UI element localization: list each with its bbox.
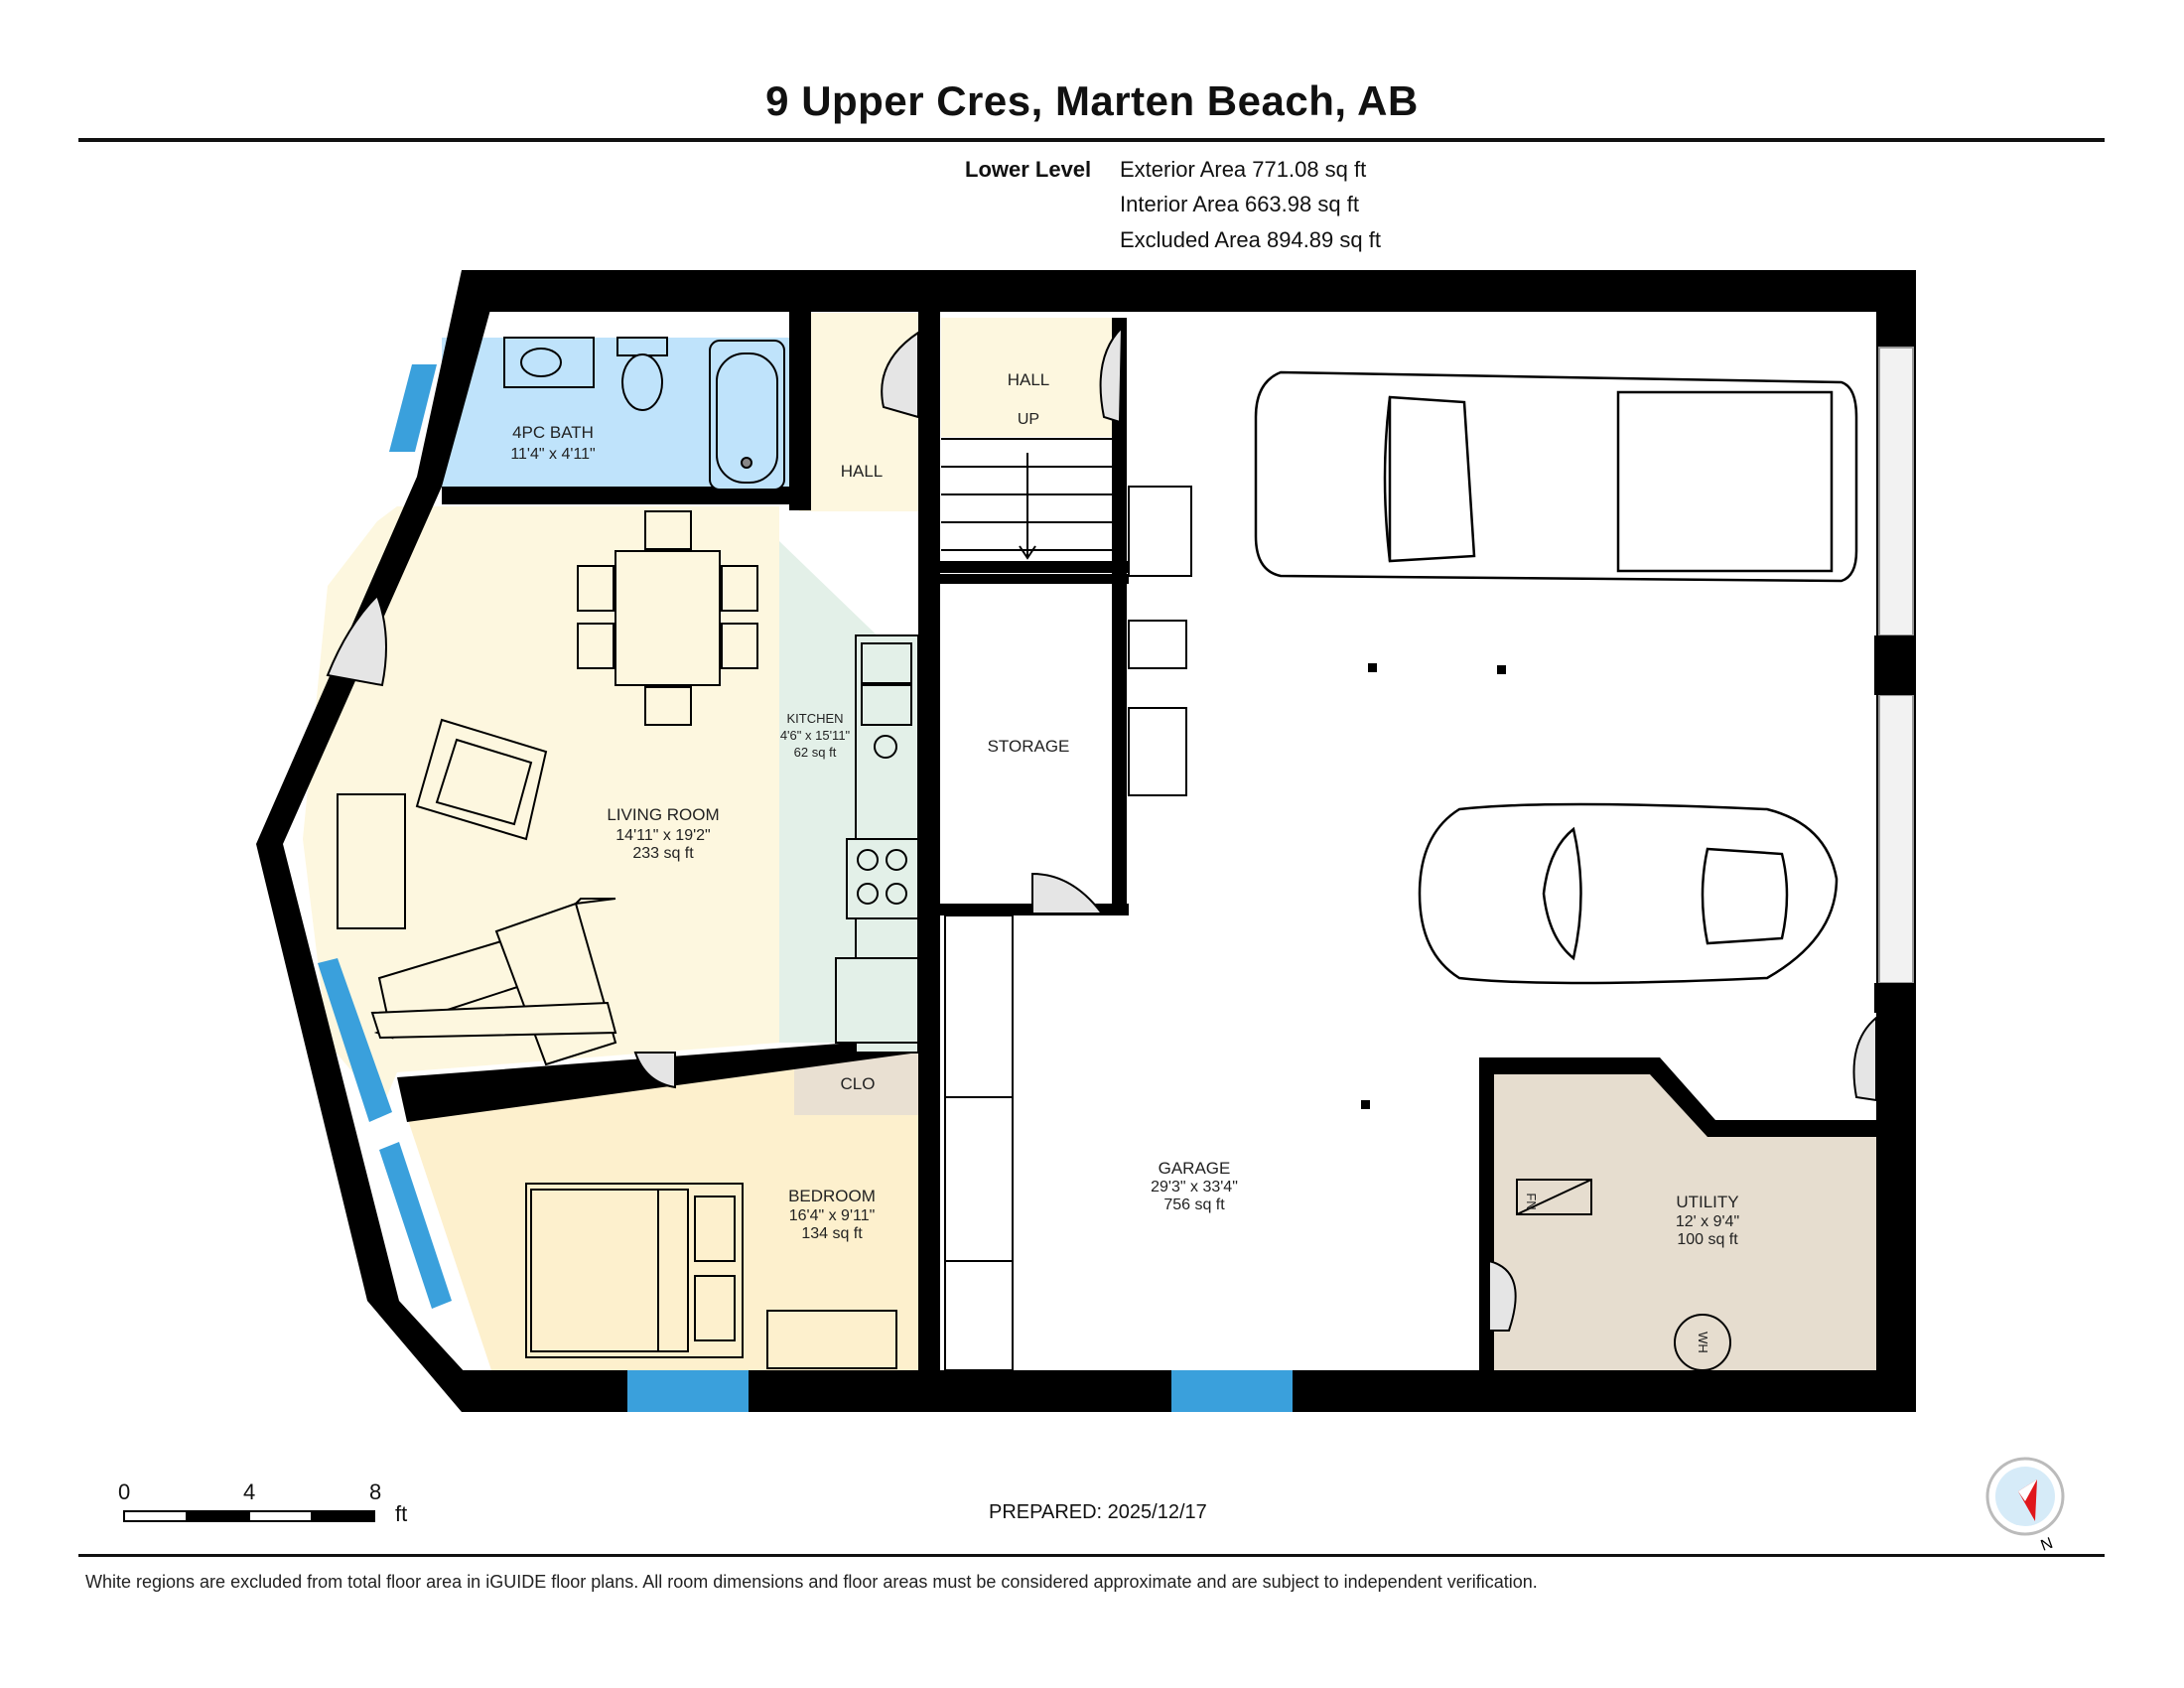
living-area: 233 sq ft xyxy=(632,845,694,862)
hall-stair-name: HALL xyxy=(1008,370,1050,389)
furnace-label: FN xyxy=(1524,1193,1539,1209)
compass-icon xyxy=(1985,1457,2065,1536)
utility-fill xyxy=(1489,1067,1876,1370)
utility-name: UTILITY xyxy=(1676,1193,1738,1211)
hall-stair-up: UP xyxy=(1018,411,1039,428)
garage-posts xyxy=(1361,663,1506,1109)
scale-tick-8: 8 xyxy=(369,1479,382,1504)
title-divider xyxy=(78,138,2105,142)
scale-bar xyxy=(123,1510,375,1522)
garage-dims: 29'3" x 33'4" xyxy=(1151,1179,1238,1196)
scale-tick-4: 4 xyxy=(243,1479,256,1504)
kitchen-counters xyxy=(835,634,919,1054)
wall-posts xyxy=(1874,635,1916,1013)
disclaimer-text: White regions are excluded from total fl… xyxy=(85,1572,1538,1592)
bedroom-area: 134 sq ft xyxy=(801,1225,863,1242)
bedroom-dims: 16'4" x 9'11" xyxy=(789,1207,876,1224)
bedroom-name: BEDROOM xyxy=(788,1187,876,1205)
scale-unit: ft xyxy=(395,1501,408,1526)
living-dims: 14'11" x 19'2" xyxy=(615,827,710,844)
staircase xyxy=(941,438,1114,560)
page-title: 9 Upper Cres, Marten Beach, AB xyxy=(765,77,1419,124)
dining-table xyxy=(577,510,758,726)
bed xyxy=(525,1183,897,1369)
bath-name: 4PC BATH xyxy=(512,423,594,442)
kitchen-dims: 4'6" x 15'11" xyxy=(780,728,851,743)
doors xyxy=(326,325,1877,1332)
storage-name: STORAGE xyxy=(988,737,1070,756)
windows xyxy=(318,364,1293,1412)
bath-fixtures xyxy=(503,337,785,491)
hall-left-name: HALL xyxy=(841,462,884,481)
bath-dims: 11'4" x 4'11" xyxy=(510,446,595,463)
excluded-area: Excluded Area 894.89 sq ft xyxy=(1120,227,1381,252)
living-furniture xyxy=(337,718,617,1066)
interior-area: Interior Area 663.98 sq ft xyxy=(1120,192,1359,216)
kitchen-area: 62 sq ft xyxy=(794,745,837,760)
scale-tick-0: 0 xyxy=(118,1479,131,1504)
living-name: LIVING ROOM xyxy=(607,805,719,824)
utility-area: 100 sq ft xyxy=(1677,1231,1738,1248)
garage-name: GARAGE xyxy=(1159,1159,1231,1178)
compass-north-label: N xyxy=(2039,1535,2056,1555)
prepared-date: PREPARED: 2025/12/17 xyxy=(989,1501,1207,1523)
closet-name: CLO xyxy=(841,1074,876,1093)
kitchen-name: KITCHEN xyxy=(786,711,843,726)
truck xyxy=(1254,370,1858,583)
water-heater-label: WH xyxy=(1696,1332,1710,1353)
utility-dims: 12' x 9'4" xyxy=(1676,1213,1739,1230)
car xyxy=(1418,802,1839,985)
level-name: Lower Level xyxy=(965,157,1092,182)
utility-equipment xyxy=(1516,1179,1731,1371)
garage-area: 756 sq ft xyxy=(1163,1196,1225,1213)
footer-divider xyxy=(78,1554,2105,1557)
garage-shelving xyxy=(944,486,1192,1371)
hall-stair-fill xyxy=(941,318,1118,437)
exterior-area: Exterior Area 771.08 sq ft xyxy=(1120,157,1367,182)
garage-windows xyxy=(1878,347,1914,984)
